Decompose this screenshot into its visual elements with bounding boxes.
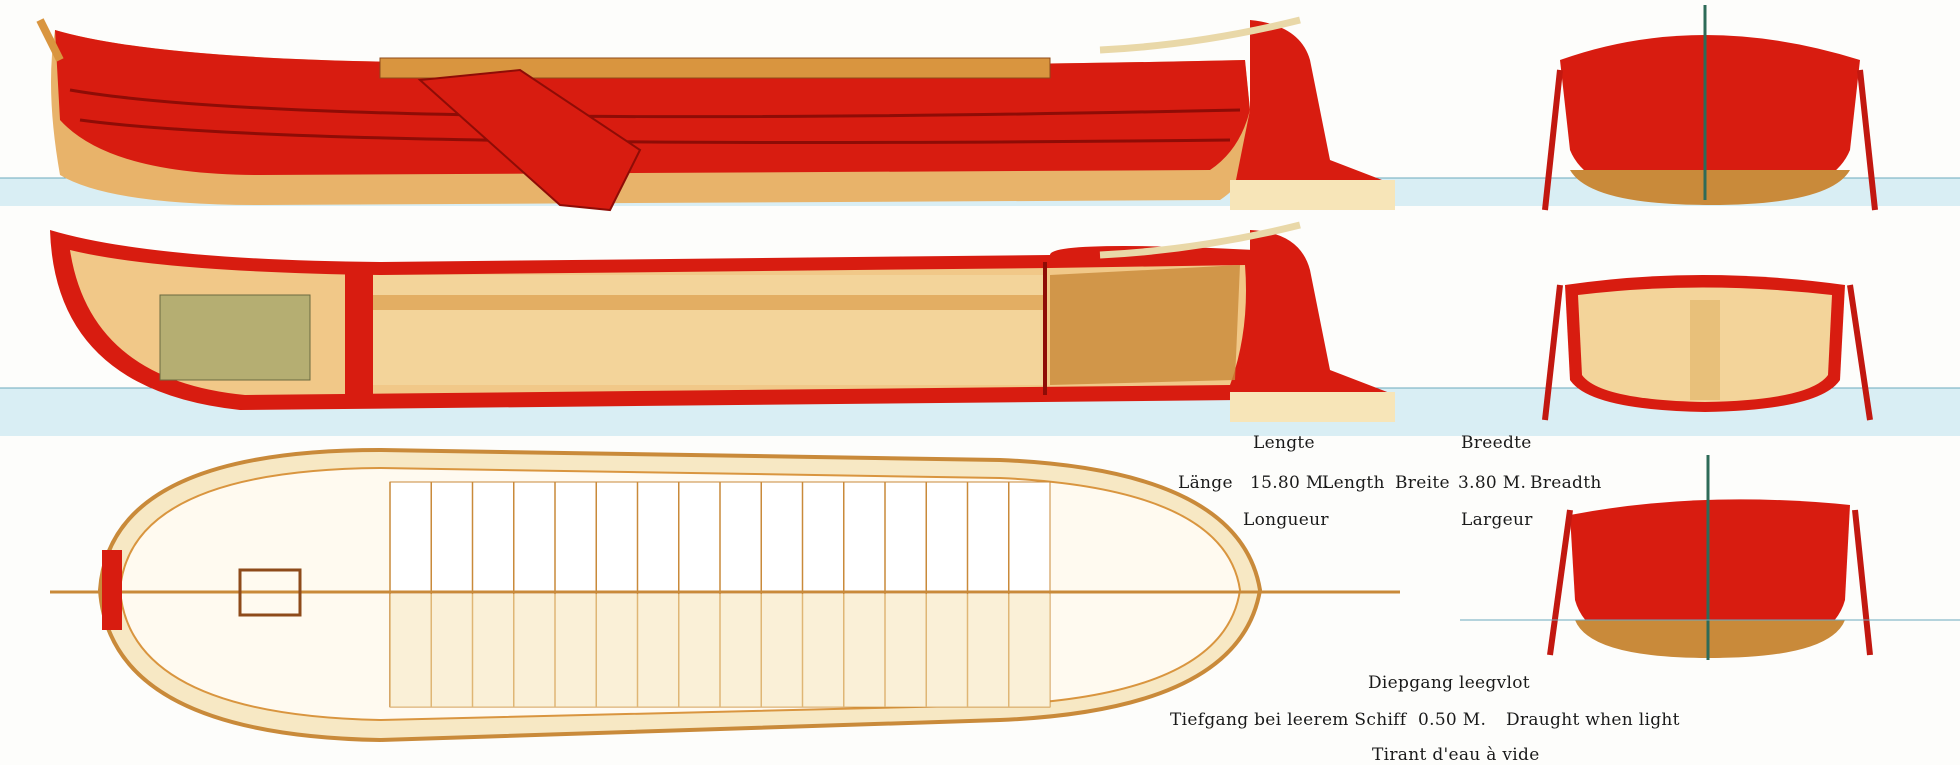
length-label-dutch: Lengte: [1253, 433, 1315, 453]
breadth-value: 3.80 M.: [1458, 473, 1527, 493]
length-label-german: Länge: [1178, 473, 1233, 493]
plan-view: [50, 447, 1400, 743]
cross-section-mid: [1542, 275, 1873, 421]
draught-value: 0.50 M.: [1418, 710, 1487, 730]
breadth-label-dutch: Breedte: [1461, 433, 1532, 453]
draught-label-english: Draught when light: [1506, 710, 1680, 730]
breadth-label-english: Breadth: [1530, 473, 1602, 493]
draught-label-german: Tiefgang bei leerem Schiff: [1170, 710, 1407, 730]
hatch-planks: [389, 482, 1050, 707]
draught-label-dutch: Diepgang leegvlot: [1368, 673, 1530, 693]
cross-section-bow: [1460, 455, 1960, 660]
cross-section-stern: [1542, 5, 1878, 211]
length-value: 15.80 M.: [1250, 473, 1330, 493]
breadth-label-german: Breite: [1395, 473, 1450, 493]
longitudinal-section: [50, 221, 1395, 422]
draught-label-french: Tirant d'eau à vide: [1372, 745, 1540, 765]
hatch-shaded-half: [390, 594, 1050, 707]
length-label-french: Longueur: [1243, 510, 1329, 530]
breadth-label-french: Largeur: [1461, 510, 1533, 530]
length-label-english: Length: [1322, 473, 1385, 493]
side-elevation: [36, 16, 1395, 212]
